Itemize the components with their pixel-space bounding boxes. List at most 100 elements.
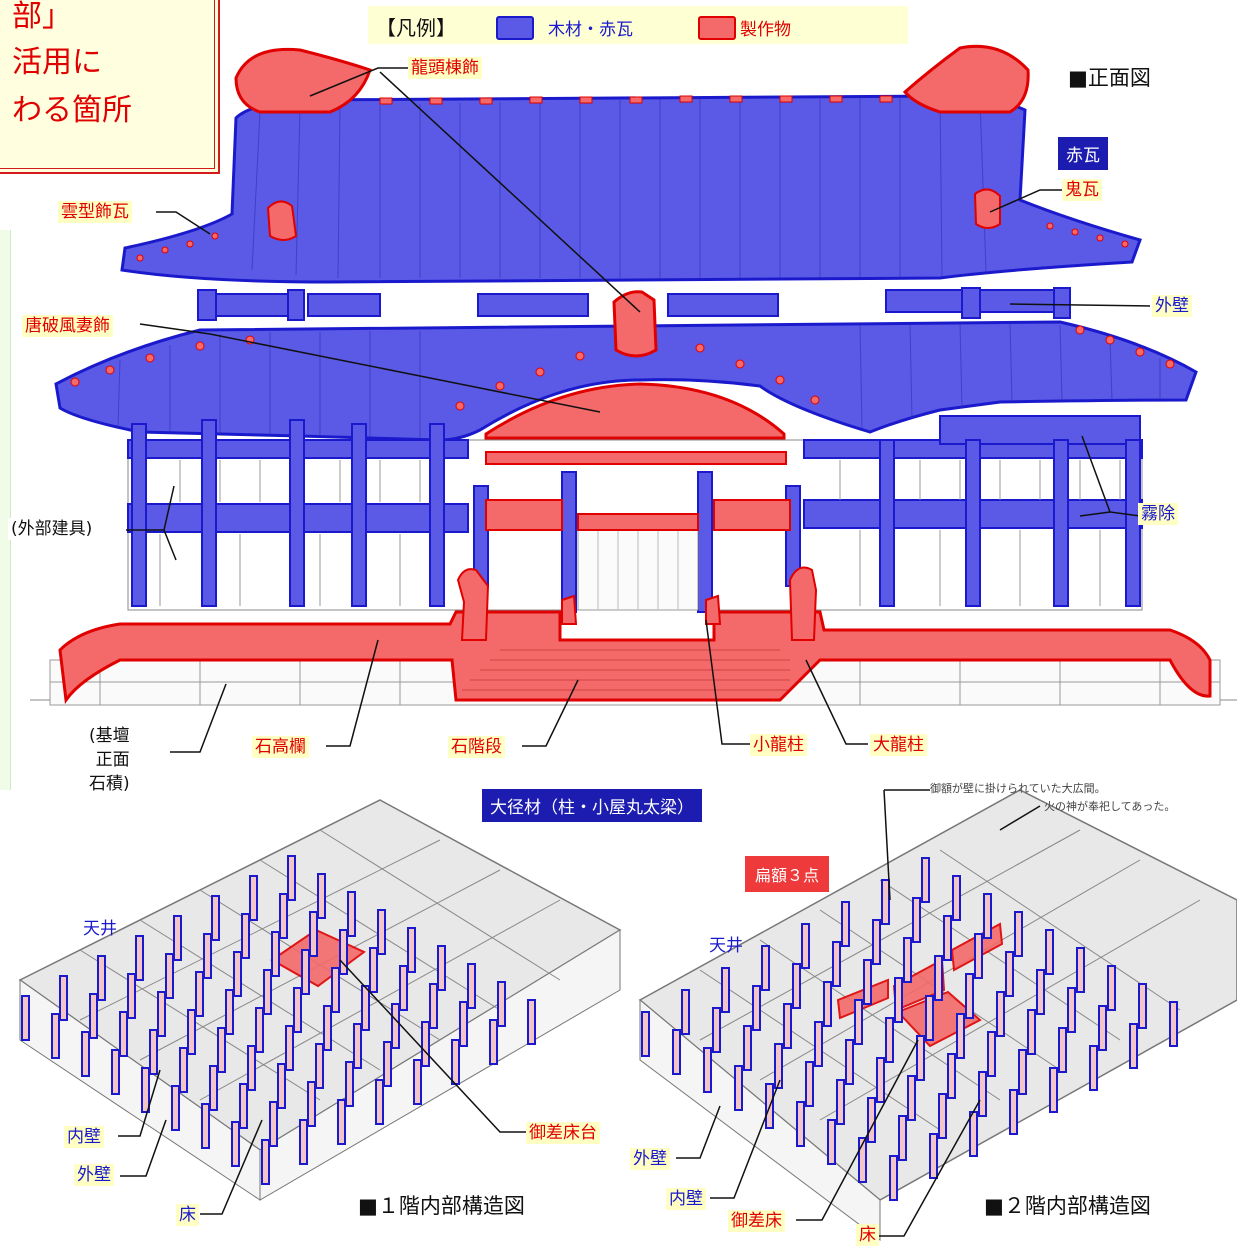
structural-post [672, 1029, 681, 1075]
structural-post [209, 1065, 218, 1111]
structural-post [681, 989, 690, 1035]
structural-post [339, 929, 348, 975]
corner-note-line-2: 活用に [12, 45, 102, 80]
structural-post [863, 959, 872, 1005]
structural-post [421, 1021, 430, 1067]
structural-post [996, 991, 1005, 1037]
structural-post [429, 983, 438, 1029]
ryuto-right [902, 44, 1030, 114]
annotation-hinokami: 火の神が奉祀してあった。 [1044, 800, 1176, 813]
structural-post [233, 951, 242, 997]
floor1-structure [18, 799, 622, 1215]
structural-post [1067, 987, 1076, 1033]
structural-post [801, 923, 810, 969]
structural-post [1138, 983, 1147, 1029]
structural-post [165, 953, 174, 999]
karahafu-ornament [484, 382, 786, 440]
structural-post [903, 937, 912, 983]
structural-post [805, 1061, 814, 1107]
structural-post [934, 955, 943, 1001]
structural-post [413, 1059, 422, 1105]
structural-post [279, 893, 288, 939]
floor2-structure [638, 789, 1237, 1241]
structural-post [1005, 951, 1014, 997]
structural-post [285, 1025, 294, 1071]
structural-post [1107, 965, 1116, 1011]
structural-post [255, 1007, 264, 1053]
label-1f-yuka: 床 [176, 1204, 199, 1226]
structural-post [119, 1011, 128, 1057]
structural-post [241, 913, 250, 959]
structural-post [774, 1043, 783, 1089]
structural-post [1014, 911, 1023, 957]
structural-post [943, 915, 952, 961]
structural-post [375, 1079, 384, 1125]
structural-post [353, 1023, 362, 1069]
structural-post [149, 1029, 158, 1075]
badge-hengaku: 扁額３点 [745, 856, 830, 892]
structural-post [467, 963, 476, 1009]
structural-post [1045, 929, 1054, 975]
structural-post [916, 1035, 925, 1081]
structural-post [734, 1065, 743, 1111]
structural-post [399, 965, 408, 1011]
structural-post [792, 963, 801, 1009]
structural-post [1076, 947, 1085, 993]
structural-post [827, 1119, 836, 1165]
structural-post [1129, 1023, 1138, 1069]
structural-post [712, 1007, 721, 1053]
structural-post [743, 1025, 752, 1071]
structural-post [783, 1003, 792, 1049]
shoryu-left [561, 594, 578, 625]
structural-post [315, 1043, 324, 1089]
structural-post [293, 987, 302, 1033]
corner-note-line-3: わる箇所 [12, 93, 132, 128]
structural-post [331, 967, 340, 1013]
legend-made-swatch [698, 16, 736, 40]
structural-post [287, 855, 296, 901]
structural-post [317, 873, 326, 919]
legend-wood-label: 木材・赤瓦 [548, 20, 633, 40]
structural-post [141, 1067, 150, 1113]
label-ishi-koran: 石高欄 [252, 736, 309, 758]
structural-post [841, 901, 850, 947]
label-2f-gaiheki: 外壁 [630, 1148, 670, 1170]
label-ishi-kaidan: 石階段 [448, 736, 505, 758]
structural-post [925, 995, 934, 1041]
structural-post [854, 999, 863, 1045]
label-shoryu: 小龍柱 [750, 734, 807, 756]
label-2f-tenjo: 天井 [709, 936, 743, 956]
label-1f-usasuka-dai: 御差床台 [526, 1122, 600, 1144]
structural-post [497, 981, 506, 1027]
structural-post [437, 945, 446, 991]
structural-post [369, 947, 378, 993]
label-2f-yuka: 床 [856, 1224, 879, 1246]
structural-post [263, 969, 272, 1015]
shoryu-right [705, 594, 722, 625]
structural-post [97, 955, 106, 1001]
structural-post [383, 1041, 392, 1087]
structural-post [391, 1003, 400, 1049]
structural-post [832, 941, 841, 987]
structural-post [203, 933, 212, 979]
structural-post [1036, 969, 1045, 1015]
structural-post [51, 1013, 60, 1059]
legend-wood-swatch [496, 16, 534, 40]
structural-post [1169, 1001, 1178, 1047]
structural-post [187, 1009, 196, 1055]
structural-post [81, 1031, 90, 1077]
structural-post [752, 985, 761, 1031]
label-kidan: (基壇 正面 石積) [86, 724, 133, 796]
structural-post [1098, 1005, 1107, 1051]
label-1f-gaiheki: 外壁 [74, 1164, 114, 1186]
structural-post [135, 935, 144, 981]
label-onigawara: 鬼瓦 [1062, 179, 1102, 201]
structural-post [323, 1005, 332, 1051]
structural-post [225, 989, 234, 1035]
label-1f-naiheki: 内壁 [64, 1126, 104, 1148]
label-gaibu-tategu: (外部建具) [8, 518, 96, 540]
structural-post [907, 1075, 916, 1121]
structural-post [1009, 1089, 1018, 1135]
structural-post [157, 991, 166, 1037]
structural-post [231, 1121, 240, 1167]
